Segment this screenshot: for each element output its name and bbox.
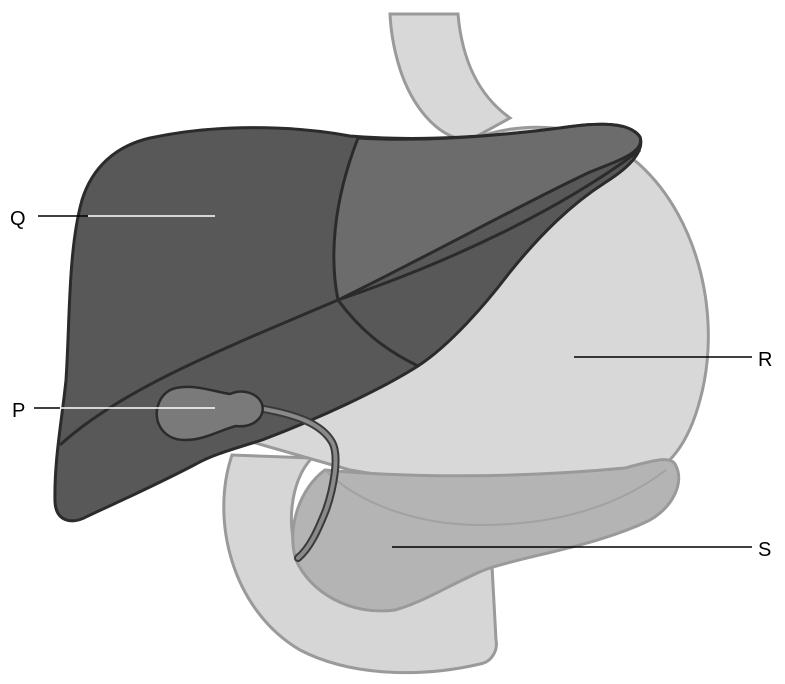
label-q: Q [10, 208, 26, 230]
label-s: S [758, 539, 771, 561]
label-r: R [758, 349, 772, 371]
esophagus [390, 14, 510, 140]
label-p: P [12, 400, 25, 422]
